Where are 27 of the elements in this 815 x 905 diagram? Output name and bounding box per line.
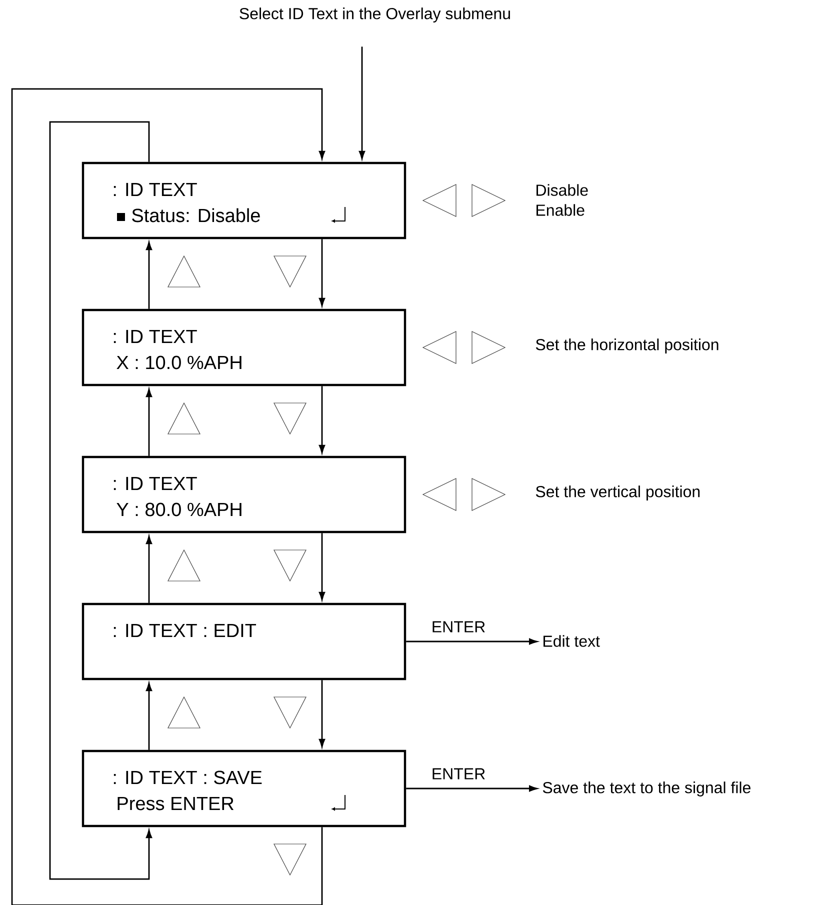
- caption-text: Edit text: [544, 635, 600, 647]
- side-note: Disable: [536, 184, 588, 196]
- arrow: [406, 638, 538, 645]
- arrow: [318, 239, 326, 306]
- side-note: Set the horizontal position: [536, 338, 718, 354]
- side-note: Set the vertical position: [536, 486, 700, 500]
- menu-box: : ID TEXT Status: Disable: [82, 162, 406, 240]
- arrow: [146, 536, 152, 603]
- menu-box: : ID TEXT X : 10.0 %APH: [82, 308, 406, 386]
- menu-box: : ID TEXT : EDIT: [82, 602, 406, 680]
- caption-text: Save the text to the signal file: [542, 782, 750, 796]
- arrow: [406, 785, 538, 792]
- arrow: [318, 680, 326, 748]
- menu-box: : ID TEXT Y : 80.0 %APH: [82, 456, 406, 534]
- arrow: [49, 121, 152, 880]
- arrow: [11, 88, 326, 905]
- caption-text: Select ID Text in the Overlay submenu: [240, 8, 510, 22]
- arrow: [318, 386, 326, 454]
- menu-box: : ID TEXT : SAVE Press ENTER: [82, 750, 406, 828]
- edge-label: ENTER: [430, 767, 487, 780]
- arrow: [358, 46, 366, 160]
- arrow: [146, 388, 152, 456]
- arrow: [318, 533, 326, 600]
- edge-label: ENTER: [430, 620, 487, 634]
- side-note: Enable: [536, 204, 584, 216]
- arrow: [146, 242, 152, 309]
- arrow: [146, 682, 152, 750]
